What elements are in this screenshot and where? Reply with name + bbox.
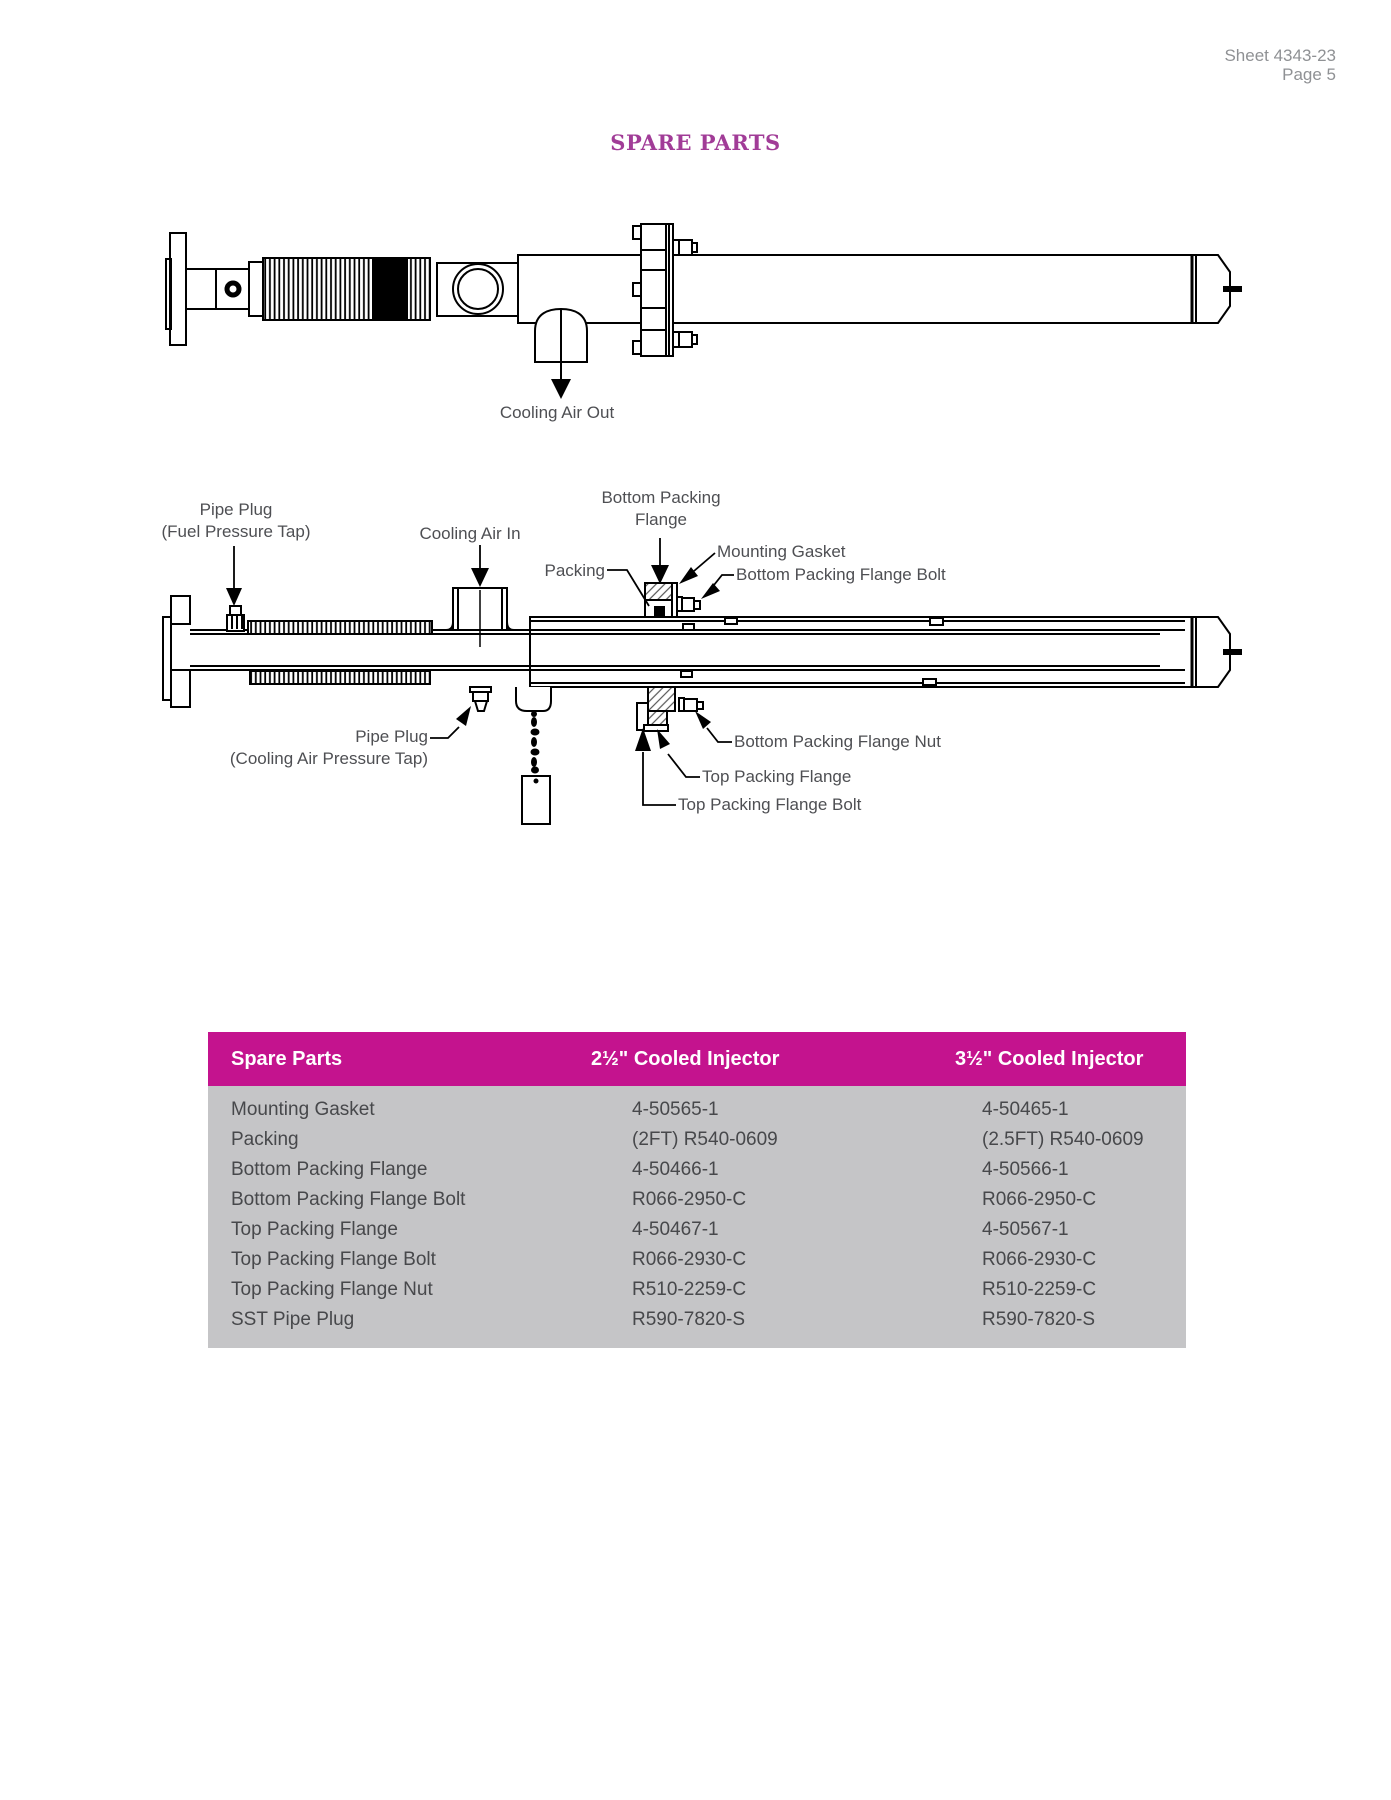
- small-injector-cell: R590-7820-S: [632, 1309, 746, 1330]
- page-number: Page 5: [1282, 65, 1336, 84]
- bottom-diagram: [162, 582, 1242, 825]
- large-injector-cell: (2.5FT) R540-0609: [982, 1129, 1144, 1150]
- table-row: Mounting Gasket 4-50565-1 4-50465-1: [208, 1095, 1186, 1125]
- large-injector-cell: R066-2950-C: [982, 1189, 1097, 1210]
- packing-flange-stack: [640, 223, 674, 357]
- label-top-packing-flange: Top Packing Flange: [702, 767, 852, 786]
- table-body: Mounting Gasket 4-50565-1 4-50465-1 Pack…: [208, 1086, 1186, 1348]
- table-row: Top Packing Flange 4-50467-1 4-50567-1: [208, 1215, 1186, 1245]
- table-row: SST Pipe Plug R590-7820-S R590-7820-S: [208, 1305, 1186, 1335]
- label-bottom-packing-flange: Bottom Packing Flange: [601, 488, 721, 529]
- small-injector-cell: R510-2259-C: [632, 1279, 747, 1300]
- label-bottom-packing-flange-nut: Bottom Packing Flange Nut: [734, 732, 941, 751]
- label-cooling-air-out: Cooling Air Out: [499, 403, 615, 422]
- large-injector-cell: 4-50567-1: [982, 1219, 1069, 1240]
- sheet-number: Sheet 4343-23: [1224, 46, 1336, 65]
- label-cooling-air-in: Cooling Air In: [419, 524, 521, 543]
- label-bottom-packing-flange-bolt: Bottom Packing Flange Bolt: [736, 565, 946, 584]
- cooling-air-out-arrow: [551, 379, 571, 399]
- outer-tube: [529, 616, 1193, 688]
- large-injector-cell: 4-50566-1: [982, 1159, 1069, 1180]
- part-name-cell: SST Pipe Plug: [231, 1309, 355, 1330]
- shaft-ring: [224, 280, 242, 298]
- table-row: Bottom Packing Flange Bolt R066-2950-C R…: [208, 1185, 1186, 1215]
- small-injector-cell: (2FT) R540-0609: [632, 1129, 778, 1150]
- sight-box: [436, 262, 519, 317]
- large-injector-cell: R066-2930-C: [982, 1249, 1097, 1270]
- small-injector-cell: 4-50467-1: [632, 1219, 719, 1240]
- table-row: Top Packing Flange Bolt R066-2930-C R066…: [208, 1245, 1186, 1275]
- left-flange-plate: [169, 232, 187, 346]
- main-tube: [517, 254, 1193, 324]
- spare-parts-table: Spare Parts 2½" Cooled Injector 3½" Cool…: [208, 1032, 1186, 1348]
- col-header-spare-parts: Spare Parts: [231, 1047, 343, 1070]
- part-name-cell: Top Packing Flange: [231, 1219, 398, 1240]
- part-name-cell: Packing: [231, 1129, 299, 1150]
- label-pipe-plug-fuel: Pipe Plug (Fuel Pressure Tap): [161, 500, 311, 541]
- large-injector-cell: 4-50465-1: [982, 1099, 1069, 1120]
- label-packing: Packing: [544, 561, 605, 580]
- page-title: SPARE PARTS: [610, 130, 781, 155]
- collar: [248, 261, 264, 317]
- sheet-header: Sheet 4343-23 Page 5: [1224, 46, 1336, 84]
- label-pipe-plug-cooling: Pipe Plug (Cooling Air Pressure Tap): [229, 727, 428, 768]
- small-injector-cell: 4-50466-1: [632, 1159, 719, 1180]
- table-row: Top Packing Flange Nut R510-2259-C R510-…: [208, 1275, 1186, 1305]
- chain-tag: [521, 775, 551, 825]
- table-row: Packing (2FT) R540-0609 (2.5FT) R540-060…: [208, 1125, 1186, 1155]
- small-injector-cell: 4-50565-1: [632, 1099, 719, 1120]
- part-name-cell: Mounting Gasket: [231, 1099, 375, 1120]
- col-header-large-injector: 3½" Cooled Injector: [955, 1047, 1144, 1070]
- part-name-cell: Top Packing Flange Bolt: [231, 1249, 436, 1270]
- large-injector-cell: R510-2259-C: [982, 1279, 1097, 1300]
- table-header-row: Spare Parts 2½" Cooled Injector 3½" Cool…: [208, 1032, 1186, 1086]
- label-mounting-gasket: Mounting Gasket: [717, 542, 846, 561]
- small-injector-cell: R066-2950-C: [632, 1189, 747, 1210]
- col-header-small-injector: 2½" Cooled Injector: [591, 1047, 780, 1070]
- large-injector-cell: R590-7820-S: [982, 1309, 1096, 1330]
- small-injector-cell: R066-2930-C: [632, 1249, 747, 1270]
- part-name-cell: Bottom Packing Flange Bolt: [231, 1189, 466, 1210]
- part-name-cell: Top Packing Flange Nut: [231, 1279, 433, 1300]
- top-diagram: [165, 223, 1242, 399]
- table-row: Bottom Packing Flange 4-50466-1 4-50566-…: [208, 1155, 1186, 1185]
- ribbed-dark-band: [372, 257, 408, 321]
- part-name-cell: Bottom Packing Flange: [231, 1159, 428, 1180]
- label-top-packing-flange-bolt: Top Packing Flange Bolt: [678, 795, 862, 814]
- callout-leaders: [226, 538, 734, 806]
